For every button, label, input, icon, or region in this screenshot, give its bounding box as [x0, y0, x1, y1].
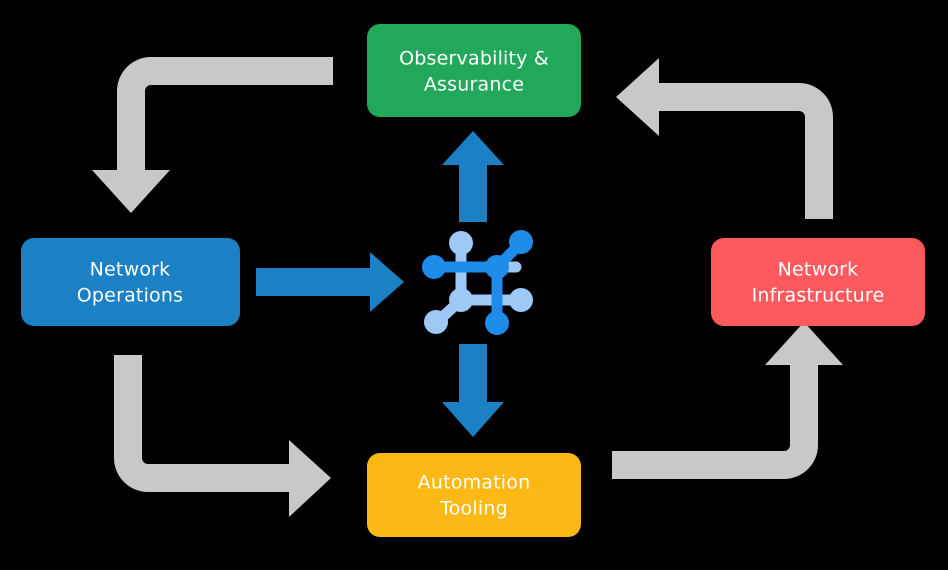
- node-automation-tooling-label-line1: Automation: [418, 472, 531, 494]
- gray-elbow-right-up-path: [612, 322, 843, 479]
- blue-arrow-down-path: [442, 344, 504, 437]
- topology-node-dark-center: [485, 255, 509, 279]
- node-network-infrastructure-label-line1: Network: [778, 259, 859, 281]
- connector-ops-to-center: [256, 252, 404, 312]
- topology-dark-nodes: [422, 230, 533, 335]
- topology-node-dark-bottom: [485, 311, 509, 335]
- network-topology-icon: [422, 230, 533, 335]
- node-network-infrastructure-box[interactable]: [711, 238, 925, 326]
- node-automation-tooling[interactable]: Automation Tooling: [367, 453, 581, 537]
- node-network-operations-label-line1: Network: [90, 259, 171, 281]
- node-observability-box[interactable]: [367, 24, 581, 117]
- gray-elbow-up-left-path: [616, 58, 833, 219]
- node-observability-label-line2: Assurance: [424, 74, 524, 96]
- node-automation-tooling-box[interactable]: [367, 453, 581, 537]
- connector-center-to-observability: [442, 131, 504, 222]
- connector-center-to-automation: [442, 344, 504, 437]
- node-automation-tooling-label-line2: Tooling: [439, 498, 508, 520]
- topology-node-dark-left: [422, 255, 446, 279]
- connector-ops-to-automation: [114, 355, 331, 517]
- topology-node-light-bottom-left: [424, 310, 448, 334]
- gray-elbow-down-right-path: [114, 355, 331, 517]
- topology-node-dark-top-right: [509, 230, 533, 254]
- connector-observability-to-ops: [92, 57, 333, 213]
- blue-arrow-right-path: [256, 252, 404, 312]
- blue-arrow-up-path: [442, 131, 504, 222]
- gray-elbow-left-down-path: [92, 57, 333, 213]
- node-network-infrastructure-label-line2: Infrastructure: [752, 285, 885, 307]
- node-network-operations[interactable]: Network Operations: [21, 238, 240, 326]
- node-observability[interactable]: Observability & Assurance: [367, 24, 581, 117]
- topology-node-light-right: [509, 288, 533, 312]
- topology-node-light-center-lower: [449, 288, 473, 312]
- connector-automation-to-infrastructure: [612, 322, 843, 479]
- node-network-operations-label-line2: Operations: [77, 285, 183, 307]
- topology-light-nodes: [424, 231, 533, 334]
- node-network-infrastructure[interactable]: Network Infrastructure: [711, 238, 925, 326]
- topology-node-light-top: [449, 231, 473, 255]
- connector-infrastructure-to-observability: [616, 58, 833, 219]
- node-network-operations-box[interactable]: [21, 238, 240, 326]
- node-observability-label-line1: Observability &: [399, 48, 549, 70]
